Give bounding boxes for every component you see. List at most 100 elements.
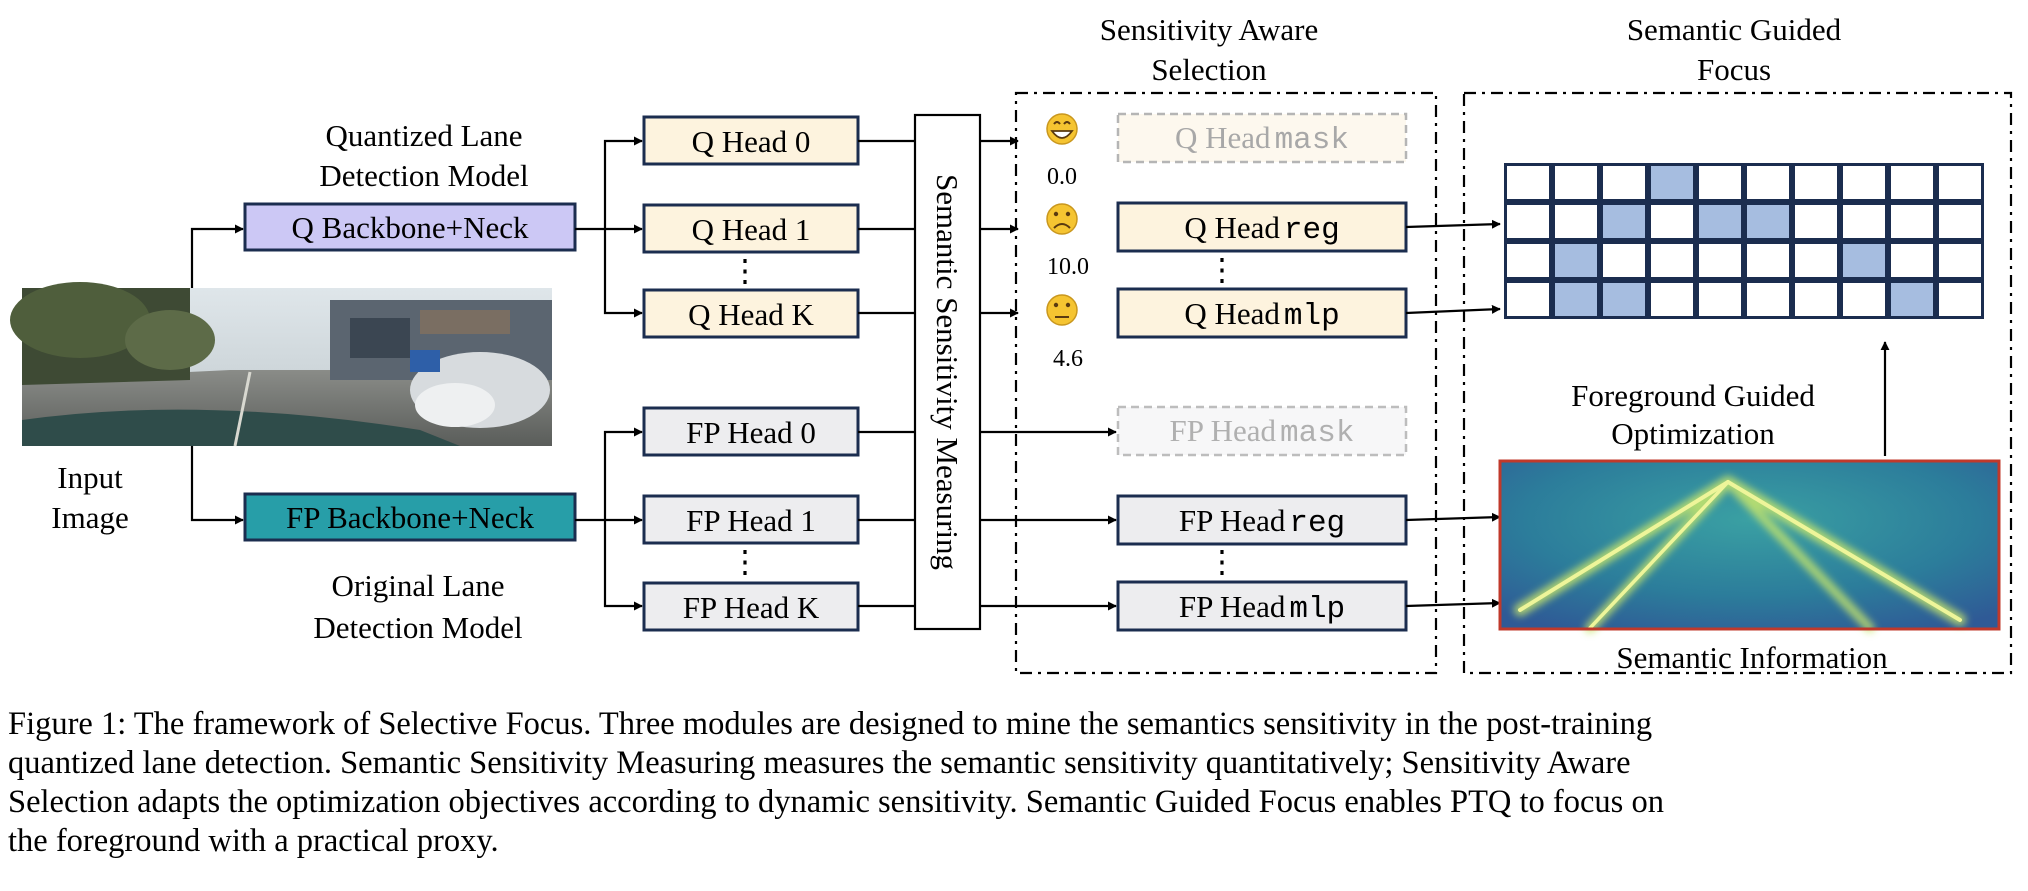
grid-cell [1747,283,1789,316]
grid-cell [1699,166,1741,199]
fp-backbone-box [243,492,577,542]
grid-cell [1507,283,1549,316]
fp-head-0-label: FP Head 0 [686,415,816,450]
foreground-guided-optimization-label-line1: Foreground Guided [1571,378,1815,413]
grid-cell [1939,244,1981,277]
focus-grid [1504,163,1984,319]
grid-cell [1891,244,1933,277]
image-to-backbone-arrows [190,224,244,525]
fp-head-mlp-box [1116,580,1408,632]
slightly-frowning-face-icon [1046,203,1078,235]
q-heads-column: Q Head 0 Q Head 1 ⋮ Q Head K [642,115,860,339]
fp-heads-column: FP Head 0 FP Head 1 ⋮ FP Head K [642,406,860,632]
grid-cell-highlighted [1555,244,1597,277]
grid-cell [1507,205,1549,238]
caption-line-1: Figure 1: The framework of Selective Foc… [8,706,1653,742]
q-head-reg-label: Q Head reg [1184,210,1339,248]
sensitivity-aware-selection-title-line2: Selection [1151,52,1267,87]
grid-cell [1843,205,1885,238]
caption-line-2: quantized lane detection. Semantic Sensi… [8,745,1631,781]
grid-cell [1795,283,1837,316]
q-backbone-label: Q Backbone+Neck [292,210,529,245]
fp-head-mlp-label: FP Head mlp [1179,589,1345,627]
grid-cell-highlighted [1747,205,1789,238]
sensitivity-aware-selection-title-line1: Sensitivity Aware [1100,12,1318,47]
semantic-sensitivity-measuring-label: Semantic Sensitivity Measuring [930,174,965,570]
original-model-label-line2: Detection Model [313,610,522,645]
measuring-to-selection-arrows [980,136,1117,611]
fp-head-0-box [642,406,860,457]
grid-cell [1891,166,1933,199]
grid-cell-highlighted [1843,244,1885,277]
sensitivity-aware-selection-region [1014,91,1438,675]
grid-cell [1699,283,1741,316]
grid-cell-highlighted [1891,283,1933,316]
q-head-0-label: Q Head 0 [692,124,811,159]
fp-head-reg-label: FP Head reg [1179,503,1345,541]
grid-cell-highlighted [1699,205,1741,238]
fp-head-k-label: FP Head K [683,590,820,625]
quantized-model-label-line2: Detection Model [319,158,528,193]
grid-cell [1843,166,1885,199]
neutral-face-icon [1046,294,1078,326]
fp-head-1-label: FP Head 1 [686,503,816,538]
grid-cell [1651,244,1693,277]
q-heads-ellipsis: ⋮ [730,253,761,288]
grid-cell [1507,244,1549,277]
grid-cell [1603,244,1645,277]
q-head-mask-label: Q Head mask [1175,120,1349,158]
sensitivity-value-1: 10.0 [1047,254,1089,280]
caption-line-3: Selection adapts the optimization object… [8,784,1664,820]
grid-cell [1795,166,1837,199]
grid-cell [1651,205,1693,238]
grid-cell [1555,205,1597,238]
semantic-guided-focus-region [1462,91,2013,675]
grid-cell-highlighted [1603,205,1645,238]
selected-fp-heads: FP Head mask FP Head reg ⋮ FP Head mlp [1116,405,1408,632]
semantic-heatmap [1498,459,2001,633]
grid-cell [1747,166,1789,199]
fp-head-mask-box [1116,405,1408,457]
q-head-mlp-label: Q Head mlp [1184,296,1339,334]
grid-cell [1507,166,1549,199]
fp-head-reg-box [1116,494,1408,546]
sensitivity-value-2: 4.6 [1053,346,1083,372]
selected-q-heads-ellipsis: ⋮ [1207,252,1238,287]
input-image [10,282,552,447]
grid-cell-highlighted [1555,283,1597,316]
backbone-to-heads-arrows [575,136,643,611]
input-image-label-line2: Image [51,500,128,535]
foreground-guided-optimization-label-line2: Optimization [1611,416,1775,451]
grid-cell [1939,166,1981,199]
fp-head-mask-label: FP Head mask [1170,413,1355,451]
quantized-model-label-line1: Quantized Lane [325,118,522,153]
heads-to-measuring-lines [858,139,915,608]
q-head-0-box [642,115,860,166]
q-head-k-box [642,288,860,339]
q-backbone-box [243,202,577,252]
grid-cell-highlighted [1651,166,1693,199]
grid-cell [1699,244,1741,277]
semantic-guided-focus-title-line1: Semantic Guided [1627,12,1842,47]
framework-diagram: Input Image Quantized Lane Detection Mod… [10,12,2013,675]
grid-cell-highlighted [1603,283,1645,316]
grid-cell [1795,205,1837,238]
grid-cell [1603,166,1645,199]
grid-cell [1555,166,1597,199]
fp-heads-ellipsis: ⋮ [730,544,761,579]
selected-q-heads: Q Head mask Q Head reg ⋮ Q Head mlp [1116,112,1408,339]
semantic-information-label: Semantic Information [1616,640,1888,675]
grid-cell [1747,244,1789,277]
fp-backbone-label: FP Backbone+Neck [286,500,534,535]
grid-cell [1651,283,1693,316]
q-head-1-box [642,203,860,254]
grid-cell [1939,205,1981,238]
semantic-guided-focus-title-line2: Focus [1697,52,1771,87]
grid-cell [1795,244,1837,277]
sensitivity-value-0: 0.0 [1047,164,1077,190]
input-image-label-line1: Input [57,460,123,495]
q-head-1-label: Q Head 1 [692,212,811,247]
selected-fp-heads-ellipsis: ⋮ [1207,544,1238,579]
fp-head-1-box [642,494,860,545]
grid-cell [1939,283,1981,316]
